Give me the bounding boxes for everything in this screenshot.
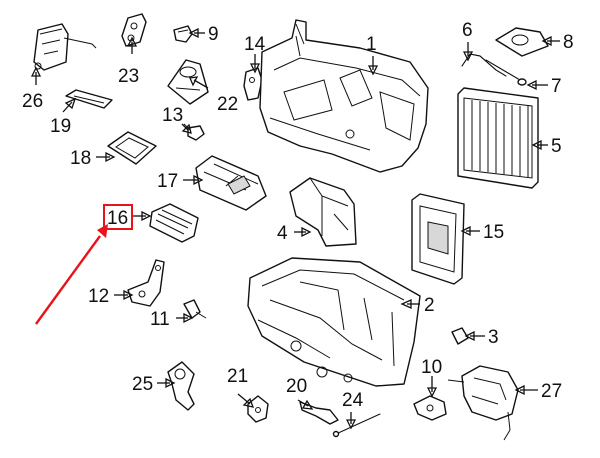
part-22-grommet	[167, 59, 209, 105]
part-3-clip	[451, 327, 469, 345]
callout-10[interactable]: 10	[421, 357, 442, 378]
callout-26[interactable]: 26	[22, 91, 43, 112]
part-16-sensor	[149, 203, 199, 243]
callout-13[interactable]: 13	[162, 105, 183, 126]
callout-27[interactable]: 27	[541, 381, 562, 402]
callout-18[interactable]: 18	[70, 148, 91, 169]
callout-14[interactable]: 14	[244, 34, 266, 55]
part-25-actuator	[167, 361, 195, 411]
callout-9[interactable]: 9	[208, 24, 219, 45]
part-12-bracket	[127, 259, 165, 307]
part-17-connector	[195, 155, 267, 211]
callout-12[interactable]: 12	[88, 286, 109, 307]
callout-25[interactable]: 25	[132, 374, 153, 395]
callout-22[interactable]: 22	[217, 94, 238, 115]
callout-24[interactable]: 24	[342, 390, 364, 411]
part-19-seal	[65, 89, 113, 109]
part-4-duct	[289, 177, 357, 247]
highlight-arrowhead	[97, 224, 108, 238]
part-18-cover	[107, 131, 157, 165]
part-15-filter	[411, 193, 465, 285]
callout-21[interactable]: 21	[227, 366, 248, 387]
callout-6[interactable]: 6	[462, 20, 473, 41]
callout-17[interactable]: 17	[157, 171, 178, 192]
leader-lines	[30, 27, 560, 430]
part-7-tube	[485, 59, 527, 86]
callout-4[interactable]: 4	[277, 223, 288, 244]
callout-5[interactable]: 5	[551, 136, 562, 157]
callout-labels: 1 2 3 4 5 6 7 8 9 10 11 12 13 14 15 16 1…	[22, 20, 574, 411]
highlight-box	[103, 204, 133, 230]
callout-7[interactable]: 7	[551, 76, 562, 97]
callout-3[interactable]: 3	[488, 327, 499, 348]
part-1-upper-case	[259, 19, 429, 173]
part-9-clip	[173, 25, 193, 43]
callout-1[interactable]: 1	[366, 34, 377, 55]
callout-8[interactable]: 8	[563, 32, 574, 53]
part-2-lower-case	[247, 257, 421, 387]
part-14-bracket	[243, 67, 263, 101]
part-26-actuator	[33, 23, 97, 71]
callout-19[interactable]: 19	[50, 116, 71, 137]
callout-2[interactable]: 2	[424, 295, 435, 316]
part-6-hose	[461, 53, 507, 77]
highlight-arrow-line	[35, 235, 101, 325]
callout-20[interactable]: 20	[286, 376, 307, 397]
part-20-lever	[299, 401, 339, 425]
part-5-heater-core	[457, 87, 539, 189]
callout-15[interactable]: 15	[483, 222, 504, 243]
part-11-fastener	[183, 299, 207, 319]
part-27-blower	[447, 365, 519, 441]
part-8-cover	[495, 27, 549, 57]
callout-23[interactable]: 23	[118, 66, 139, 87]
part-23-bracket	[121, 13, 147, 47]
part-24-rod	[332, 413, 381, 438]
part-21-bracket	[247, 395, 269, 423]
callout-16[interactable]: 16	[107, 208, 128, 229]
highlight-16	[35, 204, 133, 325]
part-10-arm	[413, 395, 447, 421]
callout-11[interactable]: 11	[150, 309, 170, 330]
